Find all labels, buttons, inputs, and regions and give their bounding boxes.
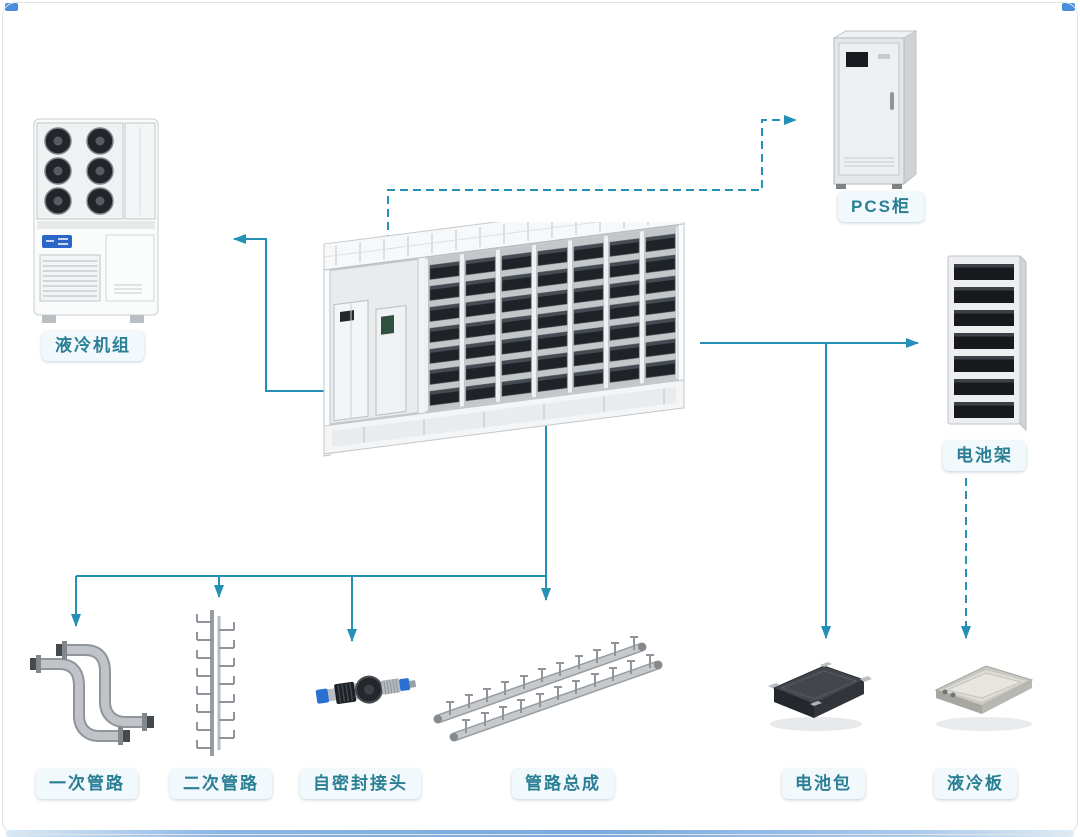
corner-mark-top-left bbox=[5, 3, 18, 11]
node-cooling-plate bbox=[924, 650, 1044, 737]
self-sealing-connector-illustration bbox=[315, 675, 417, 704]
connector-cooling-unit bbox=[233, 234, 334, 392]
cooling-plate-illustration bbox=[934, 665, 1034, 731]
piping-assembly-label: 管路总成 bbox=[512, 769, 614, 799]
corner-mark-top-right bbox=[1062, 3, 1075, 11]
node-piping-assembly bbox=[428, 605, 668, 753]
liquid-cooling-unit-illustration bbox=[33, 118, 159, 323]
piping-assembly-illustration bbox=[433, 636, 663, 742]
cooling-unit-label: 液冷机组 bbox=[42, 331, 144, 361]
bottom-blue-bar bbox=[6, 830, 1074, 837]
pcs-cabinet-label: PCS柜 bbox=[838, 192, 924, 222]
secondary-piping-illustration bbox=[196, 610, 235, 756]
battery-rack-illustration bbox=[947, 254, 1027, 432]
node-secondary-piping bbox=[178, 600, 252, 768]
battery-pack-label: 电池包 bbox=[782, 769, 865, 799]
node-battery-rack bbox=[944, 250, 1030, 436]
battery-pack-illustration bbox=[768, 662, 872, 731]
primary-piping-illustration bbox=[30, 641, 154, 745]
primary-piping-label: 一次管路 bbox=[36, 769, 138, 799]
cooling-plate-label: 液冷板 bbox=[934, 769, 1017, 799]
battery-rack-label: 电池架 bbox=[943, 441, 1026, 471]
pcs-cabinet-illustration bbox=[832, 30, 918, 189]
node-self-sealing-connector bbox=[312, 650, 420, 728]
self-sealing-connector-label: 自密封接头 bbox=[300, 769, 421, 799]
storage-container-illustration bbox=[323, 197, 685, 457]
node-primary-piping bbox=[25, 628, 165, 768]
secondary-piping-label: 二次管路 bbox=[170, 769, 272, 799]
connector-pcs-dashed bbox=[387, 115, 797, 243]
node-battery-pack bbox=[758, 652, 876, 737]
node-cooling-unit bbox=[30, 115, 165, 327]
node-pcs-cabinet bbox=[826, 26, 922, 192]
node-storage-container bbox=[298, 197, 710, 470]
